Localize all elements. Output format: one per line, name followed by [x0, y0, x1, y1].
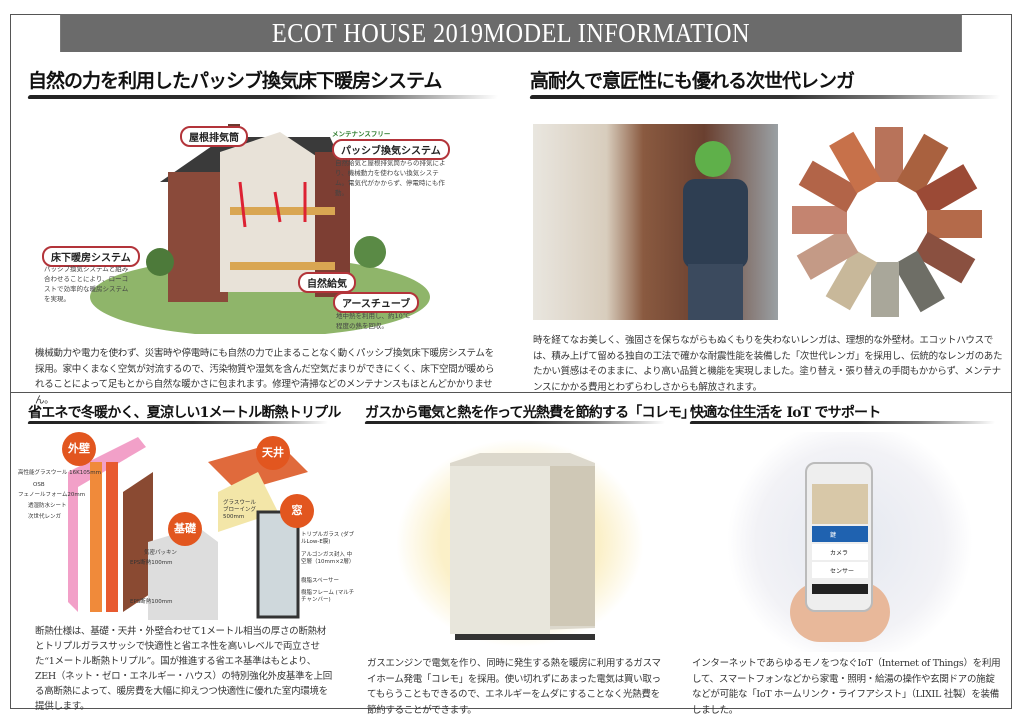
ceiling-label: グラスウール ブローイング 500mm — [223, 500, 257, 520]
wall-label: 次世代レンガ — [28, 514, 62, 520]
window-label: アルゴンガス封入 中空層（10mm×2層） — [301, 552, 355, 565]
section-title-coremo: ガスから電気と熱を作って光熱費を節約する「コレモ」 — [365, 405, 695, 421]
label-floor-heating: 床下暖房システム — [42, 246, 140, 267]
section-title-iot: 快適な住生活を IoT でサポート — [690, 405, 881, 421]
wall-label: 透湿防水シート — [28, 503, 67, 509]
phone-tab-bar — [812, 584, 868, 594]
tag-foundation: 基礎 — [168, 512, 202, 546]
section-body-passive: 機械動力や電力を使わず、災害時や停電時にも自然の力で止まることなく動くパッシブ換… — [35, 348, 495, 406]
note-passive-ventilation: 自然給気と屋根排気筒からの排気により、機械動力を使わない換気システム。電気代がか… — [335, 159, 446, 197]
base-label: EPS断熱100mm — [130, 599, 173, 605]
title-underline — [529, 95, 1001, 99]
section-body-insulation: 断熱仕様は、基礎・天井・外壁合わせて1メートル相当の厚さの断熱材とトリプルガラス… — [35, 626, 332, 712]
tag-window: 窓 — [280, 494, 314, 528]
tag-wall: 外壁 — [62, 432, 96, 466]
phone-item-camera[interactable]: カメラ — [812, 544, 868, 560]
wall-label: 高性能グラスウール 16K105mm — [18, 470, 101, 476]
window-label: トリプルガラス (ダブルLow-E膜) — [301, 532, 355, 545]
page-title: ECOT HOUSE 2019MODEL INFORMATION — [60, 14, 962, 52]
section-body-brick: 時を経てなお美しく、強固さを保ちながらもぬくもりを失わないレンガは、理想的な外壁… — [533, 335, 1003, 393]
label-natural-intake: 自然給気 — [298, 272, 356, 293]
phone-item-lock[interactable]: 鍵 — [812, 526, 868, 542]
base-label: 気密パッキン — [144, 550, 177, 556]
window-label: 樹脂フレーム (マルチチャンバー) — [301, 590, 355, 603]
section-divider — [10, 392, 1012, 393]
title-underline — [27, 95, 499, 99]
section-title-passive: 自然の力を利用したパッシブ換気床下暖房システム — [28, 70, 442, 92]
brick-worker-photo — [533, 124, 778, 320]
wall-label: フェノールフォーム20mm — [18, 492, 86, 498]
iot-photo: 鍵 カメラ センサー — [720, 432, 980, 652]
title-underline — [27, 421, 329, 424]
brick-samples-photo — [785, 124, 990, 320]
section-body-coremo: ガスエンジンで電気を作り、同時に発生する熱を暖房に利用するガスマイホーム発電「コ… — [367, 658, 661, 716]
base-label: EPS断熱100mm — [130, 560, 173, 566]
section-title-insulation: 省エネで冬暖かく、夏涼しい1メートル断熱トリプル — [28, 405, 341, 421]
label-maintenance-free: メンテナンスフリー — [332, 130, 391, 138]
phone-camera-view — [812, 484, 868, 524]
section-body-iot: インターネットであらゆるモノをつなぐIoT（Internet of Things… — [692, 658, 1001, 716]
phone-item-sensor[interactable]: センサー — [812, 562, 868, 578]
insulation-diagram: 外壁 天井 基礎 窓 高性能グラスウール 16K105mm OSB フェノールフ… — [18, 432, 356, 620]
label-passive-ventilation: パッシブ換気システム — [332, 139, 450, 160]
smartphone: 鍵 カメラ センサー — [805, 462, 873, 612]
window-label: 樹脂スペーサー — [301, 578, 340, 584]
house-diagram: 屋根排気筒 メンテナンスフリー パッシブ換気システム 自然給気と屋根排気筒からの… — [40, 112, 490, 334]
section-title-brick: 高耐久で意匠性にも優れる次世代レンガ — [530, 70, 855, 92]
tag-ceiling: 天井 — [256, 436, 290, 470]
title-underline — [689, 421, 996, 424]
note-floor-heating: パッシブ換気システムと組み合わせることにより、ローコストで効率的な暖房システムを… — [44, 265, 129, 303]
note-earth-tube: 地中熱を利用し、約10℃程度の熱を回収。 — [336, 312, 411, 330]
label-roof-vent: 屋根排気筒 — [180, 126, 248, 147]
label-earth-tube: アースチューブ — [333, 292, 420, 313]
wall-label: OSB — [33, 482, 45, 488]
coremo-unit-photo — [395, 438, 645, 648]
title-underline — [364, 421, 666, 424]
